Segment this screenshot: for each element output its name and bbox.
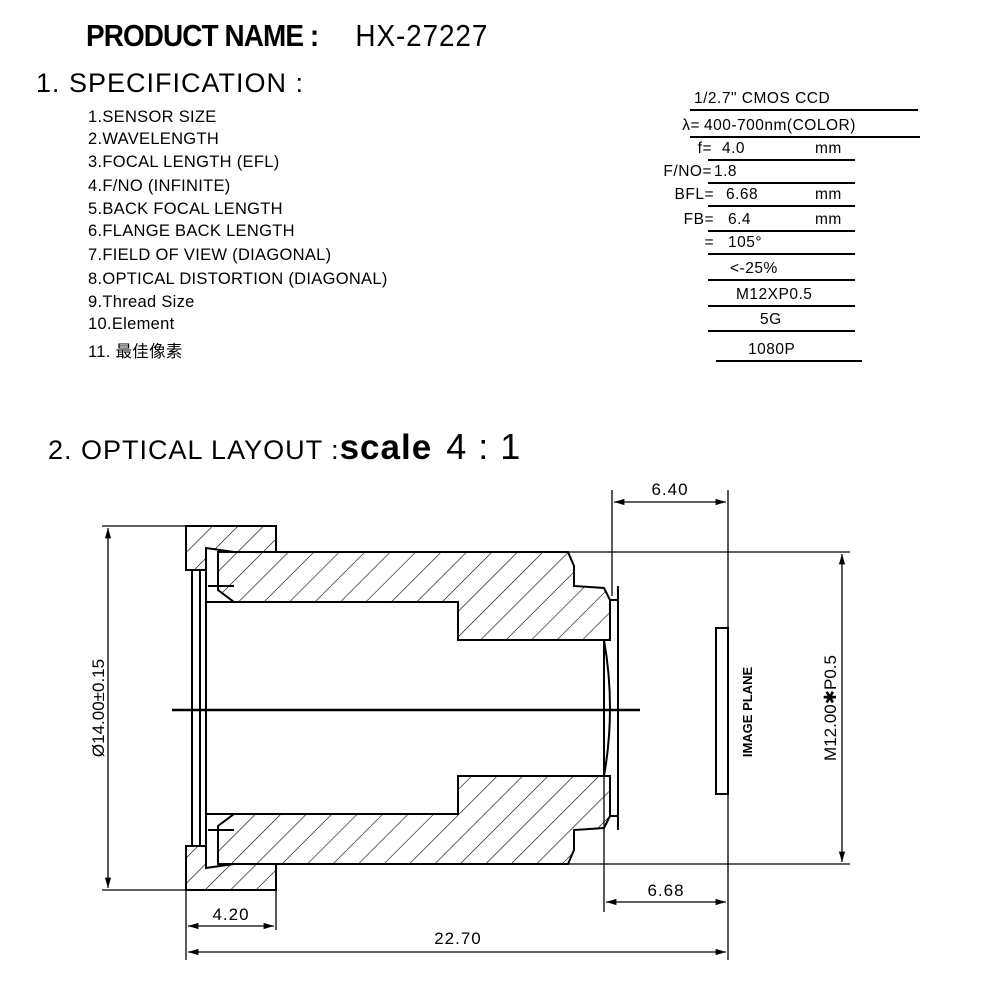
spec-value-underline [708,253,855,255]
spec-value-underline [690,136,920,138]
spec-label-7: 7.FIELD OF VIEW (DIAGONAL) [88,246,332,264]
scale-value: 4 : 1 [446,426,522,467]
spec-label-3: 3.FOCAL LENGTH (EFL) [88,153,280,171]
dim-outer-diameter: Ø14.00±0.15 [89,659,108,757]
spec-label-8: 8.OPTICAL DISTORTION (DIAGONAL) [88,270,388,288]
dim-top: 6.40 [651,480,688,499]
spec-value-unit-5: mm [815,186,842,203]
spec-value-11: 1080P [748,341,796,358]
holder-top-flange [185,525,277,571]
image-plane-label: IMAGE PLANE [740,667,755,758]
dim-thread: M12.00✱P0.5 [821,655,840,761]
image-plane-rect [715,627,729,795]
spec-value-underline [708,205,855,207]
spec-value-underline [708,330,855,332]
spec-label-4: 4.F/NO (INFINITE) [88,177,231,195]
spec-value-9: M12XP0.5 [736,286,813,303]
layout-heading-text: 2. OPTICAL LAYOUT : [48,435,340,465]
spec-value-underline [708,159,855,161]
spec-value-underline [716,360,862,362]
barrel-top [217,551,611,641]
spec-value-1: 1/2.7" CMOS CCD [694,90,831,107]
spec-heading: 1. SPECIFICATION : [36,68,305,98]
spec-value-prefix-3: f= [697,140,712,157]
spec-value-6: 6.4 [728,211,752,228]
lens-barrel [185,525,619,891]
dim-bfl: 6.68 [647,881,684,900]
spec-value-3: 4.0 [722,140,746,157]
spec-value-4: 1.8 [714,163,738,180]
spec-value-prefix-5: BFL= [674,186,714,203]
spec-value-2: 400-700nm(COLOR) [704,117,856,134]
spec-value-prefix-7: = [704,234,714,251]
spec-value-unit-3: mm [815,140,842,157]
product-label: PRODUCT NAME : [86,18,319,53]
spec-value-underline [708,279,855,281]
spec-value-7: 105° [728,234,763,251]
spec-value-prefix-2: λ= [682,117,700,134]
spec-value-5: 6.68 [726,186,759,203]
spec-value-underline [708,305,855,307]
spec-label-6: 6.FLANGE BACK LENGTH [88,222,295,240]
scale-label: scale [339,428,433,467]
spec-value-underline [708,182,855,184]
spec-value-8: <-25% [730,260,778,277]
spec-value-unit-6: mm [815,211,842,228]
spec-label-2: 2.WAVELENGTH [88,130,220,148]
spec-value-underline [708,230,855,232]
spec-label-11: 11. 最佳像素 [88,343,183,361]
layout-heading: 2. OPTICAL LAYOUT :scale 4 : 1 [48,426,521,468]
spec-label-1: 1.SENSOR SIZE [88,108,217,126]
spec-label-10: 10.Element [88,315,175,333]
barrel-bottom [217,775,611,865]
dim-total: 22.70 [434,929,482,948]
spec-value-underline [690,109,918,111]
holder-bottom-flange [185,845,277,891]
spec-value-prefix-6: FB= [683,211,714,228]
spec-label-9: 9.Thread Size [88,293,195,311]
product-title: PRODUCT NAME : HX-27227 [86,18,488,54]
spec-value-prefix-4: F/NO= [663,163,712,180]
dim-flange: 4.20 [212,905,249,924]
spec-label-5: 5.BACK FOCAL LENGTH [88,200,283,218]
product-value: HX-27227 [355,18,489,53]
spec-value-10: 5G [760,311,782,328]
